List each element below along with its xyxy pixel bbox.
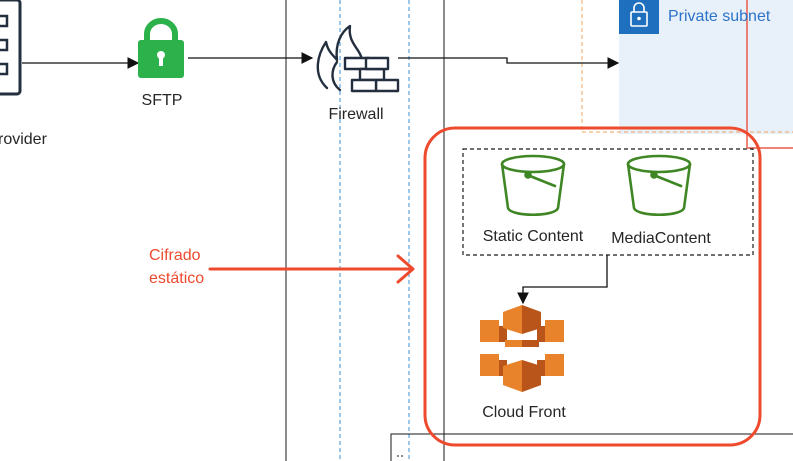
media-content-label: MediaContent xyxy=(611,230,711,247)
s3-bucket-group xyxy=(462,148,754,256)
annotation-label: Cifrado estático xyxy=(149,247,205,287)
lower-container-edge xyxy=(390,433,793,461)
encryption-group-box xyxy=(423,126,762,447)
server-icon xyxy=(0,0,22,96)
firewall-label: Firewall xyxy=(328,106,384,123)
padlock-icon xyxy=(619,0,659,34)
cloud-front-label: Cloud Front xyxy=(482,404,566,421)
connector-media-cloudfront xyxy=(517,255,608,305)
provider-label: rovider xyxy=(0,131,47,148)
private-subnet-label: Private subnet xyxy=(668,8,771,25)
annotation-arrow xyxy=(208,254,415,284)
s3-bucket-icon xyxy=(500,154,566,217)
firewall-icon xyxy=(316,24,400,93)
sftp-label: SFTP xyxy=(141,92,183,109)
padlock-icon xyxy=(138,18,184,78)
cloudfront-icon xyxy=(480,305,564,392)
static-content-label: Static Content xyxy=(482,228,584,245)
connector-firewall-subnet xyxy=(398,57,620,69)
s3-bucket-icon xyxy=(626,154,692,217)
